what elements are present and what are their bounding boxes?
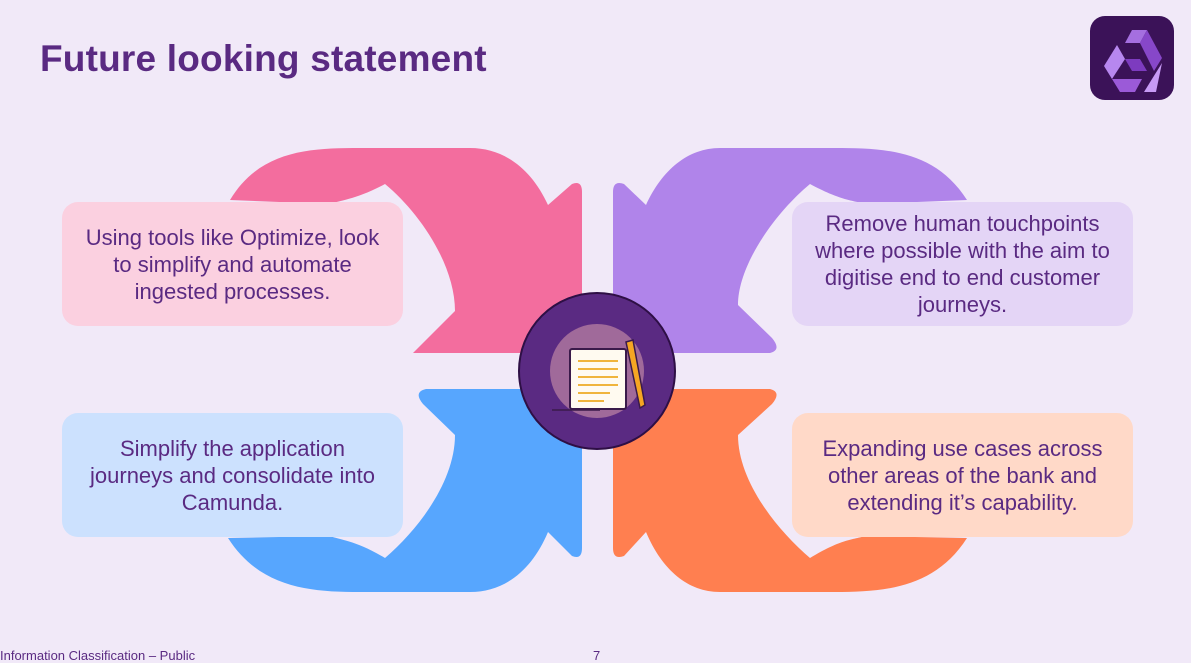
card-expand-use-cases: Expanding use cases across other areas o… (792, 413, 1133, 537)
arrow-bottom-right (613, 389, 967, 592)
card-consolidate-camunda: Simplify the application journeys and co… (62, 413, 403, 537)
card-remove-touchpoints: Remove human touchpoints where possible … (792, 202, 1133, 326)
card-simplify-automate: Using tools like Optimize, look to simpl… (62, 202, 403, 326)
arrow-top-right (613, 148, 967, 353)
arrow-bottom-left (228, 389, 582, 592)
page-title: Future looking statement (40, 38, 487, 79)
page-number: 7 (593, 648, 601, 663)
bank-logo-icon (1090, 16, 1174, 100)
document-pen-icon (552, 339, 646, 411)
arrow-top-left (230, 148, 582, 353)
footer-classification: Information Classification – Public (0, 648, 196, 663)
